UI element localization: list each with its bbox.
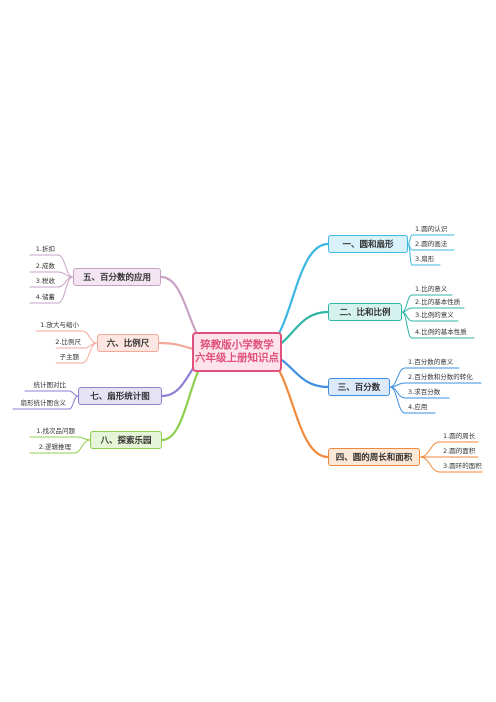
leaf-topic[interactable]: 2.成数 <box>35 262 55 270</box>
leaf-connector <box>68 390 79 397</box>
leaf-connector <box>407 243 413 266</box>
branch-topic[interactable]: 五、百分数的应用 <box>73 268 161 286</box>
leaf-connector <box>77 436 91 441</box>
leaf-topic[interactable]: 4.储蓄 <box>35 293 55 301</box>
leaf-topic[interactable]: 3.求百分数 <box>408 388 441 396</box>
leaf-connector <box>419 441 441 458</box>
leaf-topic[interactable]: 1.圆的认识 <box>415 225 448 233</box>
leaf-topic[interactable]: 1.折扣 <box>35 245 55 253</box>
branch-topic[interactable]: 一、圆和扇形 <box>328 235 408 253</box>
leaf-topic[interactable]: 1.放大与缩小 <box>40 321 79 329</box>
leaf-topic[interactable]: 3.扇形 <box>415 255 435 263</box>
leaf-topic[interactable]: 3.圆环的面积 <box>443 462 482 470</box>
leaf-topic[interactable]: 1.比的意义 <box>415 285 448 293</box>
leaf-topic[interactable]: 统计图对比 <box>33 381 67 389</box>
leaf-topic[interactable]: 2.圆的面积 <box>443 447 476 455</box>
leaf-connector <box>57 276 74 304</box>
leaf-connector <box>81 342 98 364</box>
leaf-connector <box>401 311 413 339</box>
leaf-topic[interactable]: 2.逻辑推理 <box>38 443 71 451</box>
leaf-topic[interactable]: 2.圆的画法 <box>415 240 448 248</box>
leaf-topic[interactable]: 4.应用 <box>408 403 428 411</box>
leaf-topic[interactable]: 1.圆的周长 <box>443 432 476 440</box>
leaf-topic[interactable]: 1.百分数的意义 <box>408 358 454 366</box>
central-title-line-1: 猝教版小学数学 <box>200 339 274 351</box>
leaf-topic[interactable]: 子主题 <box>59 353 80 361</box>
branch-topic[interactable]: 二、比和比例 <box>328 303 402 321</box>
branch-topic[interactable]: 七、扇形统计图 <box>78 387 162 405</box>
leaf-connector <box>57 254 74 278</box>
leaf-connector <box>68 395 79 410</box>
leaf-connector <box>389 367 406 388</box>
leaf-topic[interactable]: 1.找次品问题 <box>36 427 75 435</box>
leaf-topic[interactable]: 扇形统计图含义 <box>20 399 67 407</box>
branch-topic[interactable]: 八、探索乐园 <box>90 431 162 449</box>
leaf-topic[interactable]: 2.百分数和分数的转化 <box>408 373 473 381</box>
branch-topic[interactable]: 三、百分数 <box>328 378 390 396</box>
leaf-topic[interactable]: 4.比例的基本性质 <box>415 328 467 336</box>
leaf-connector <box>81 330 98 344</box>
leaf-connector <box>389 386 406 414</box>
leaf-topic[interactable]: 3.税收 <box>35 277 55 285</box>
leaf-topic[interactable]: 2.比的基本性质 <box>415 298 461 306</box>
branch-topic[interactable]: 四、圆的周长和面积 <box>328 448 420 466</box>
leaf-connector <box>401 307 413 313</box>
leaf-connector <box>73 439 91 454</box>
leaf-connector <box>419 456 441 473</box>
leaf-connector <box>389 382 406 388</box>
leaf-topic[interactable]: 2.比例尺 <box>55 338 81 346</box>
central-title-line-2: 六年级上册知识点 <box>195 352 279 364</box>
central-topic[interactable]: 猝教版小学数学 六年级上册知识点 <box>192 332 282 372</box>
branch-topic[interactable]: 六、比例尺 <box>97 334 159 352</box>
leaf-topic[interactable]: 3.比例的意义 <box>415 311 454 319</box>
